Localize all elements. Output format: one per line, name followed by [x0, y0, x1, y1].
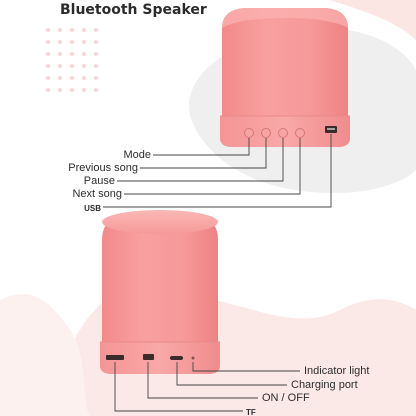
callout-charging-port: Charging port — [291, 379, 358, 391]
callout-previous-song: Previous song — [68, 162, 138, 174]
speaker-top-view — [220, 8, 350, 147]
callout-on-off: ON / OFF — [262, 392, 310, 404]
page-title: Bluetooth Speaker — [60, 2, 207, 18]
bottom-callout-lines — [114, 362, 300, 412]
top-callout-lines — [103, 134, 332, 208]
callout-indicator-light: Indicator light — [304, 365, 370, 377]
background-wave — [0, 294, 90, 416]
callout-pause: Pause — [83, 175, 115, 187]
speaker-bottom-view — [100, 210, 220, 374]
callout-tf: TF — [246, 408, 256, 416]
decorative-dots — [46, 28, 98, 92]
callout-mode: Mode — [123, 149, 151, 161]
callout-next-song: Next song — [72, 188, 122, 200]
background-blob-pink-top — [330, 0, 416, 40]
callout-usb: USB — [84, 204, 101, 213]
